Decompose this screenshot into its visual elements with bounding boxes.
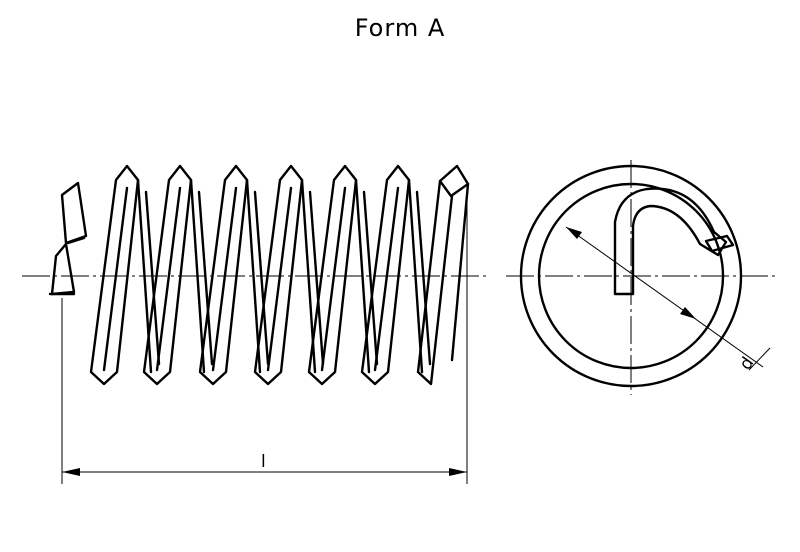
coil-back-leg	[189, 178, 214, 374]
coil-edge	[320, 186, 347, 372]
coil-end-section	[438, 164, 470, 198]
length-label: l	[261, 452, 266, 472]
coil-side-view: l	[22, 164, 488, 484]
diameter-label: d	[736, 354, 759, 374]
coil-winding	[142, 164, 193, 386]
coil-edge	[373, 186, 400, 372]
coil-back-leg	[245, 178, 270, 374]
coil-end-view: d	[506, 160, 775, 395]
coil-edge	[211, 186, 238, 372]
coil-back-leg	[407, 178, 432, 374]
tang-section	[704, 234, 735, 253]
drawing-title: Form A	[354, 14, 446, 42]
coil-winding	[89, 164, 140, 386]
coil-winding	[360, 164, 411, 386]
inner-circle	[537, 182, 725, 370]
coil-edge	[155, 186, 182, 372]
outer-circle	[519, 164, 743, 388]
coil-edge	[266, 186, 293, 372]
coil-tang	[48, 181, 88, 296]
length-dimension	[62, 468, 467, 476]
coil-windings	[89, 164, 470, 386]
coil-last-leg	[416, 179, 470, 386]
coil-winding	[198, 164, 249, 386]
coil-edge	[102, 186, 129, 372]
diameter-dimension	[565, 226, 771, 371]
